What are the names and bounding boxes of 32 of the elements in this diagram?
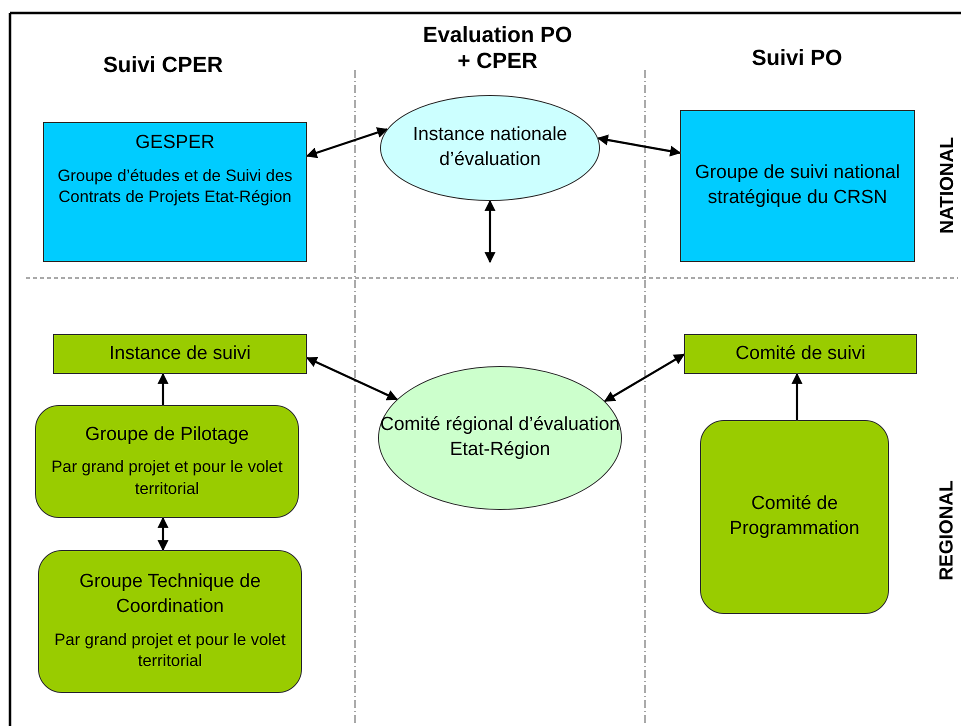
arrow <box>597 134 682 157</box>
node-description: Par grand projet et pour le volet territorial <box>53 630 287 672</box>
node-title: Groupe Technique de Coordination <box>78 570 262 620</box>
node-title: Comité régional d’évaluation Etat-Région <box>379 413 621 462</box>
arrow <box>306 356 398 400</box>
column-heading: Evaluation PO + CPER <box>422 22 574 75</box>
process-box <box>43 122 307 262</box>
node-title: Instance de suivi <box>109 342 251 366</box>
node-title: Instance nationale d’évaluation <box>412 123 568 172</box>
rounded-box <box>35 405 299 518</box>
arrow <box>792 372 802 420</box>
row-label: REGIONAL <box>936 480 959 580</box>
node-title: Groupe de suivi national stratégique du CRSN <box>694 161 901 210</box>
process-box <box>680 110 915 262</box>
column-heading: Suivi PO <box>750 45 844 72</box>
process-box <box>684 334 917 374</box>
rounded-box <box>700 420 889 614</box>
node-title: Comité de Programmation <box>728 492 860 541</box>
node-title: Comité de suivi <box>736 342 866 366</box>
node-description: Groupe d’études et de Suivi des Contrats de Projets Etat-Région <box>56 166 294 208</box>
column-heading: Suivi CPER <box>103 52 223 78</box>
node-description: Par grand projet et pour le volet territorial <box>50 457 284 500</box>
row-label: NATIONAL <box>936 136 958 234</box>
node-title: Groupe de Pilotage <box>85 422 249 447</box>
process-box <box>53 334 307 374</box>
rounded-box <box>38 550 302 693</box>
node-title: GESPER <box>135 131 215 155</box>
arrow <box>306 127 388 158</box>
arrow <box>604 354 685 402</box>
arrow <box>158 372 168 405</box>
arrow <box>158 516 168 552</box>
arrow <box>484 200 496 264</box>
